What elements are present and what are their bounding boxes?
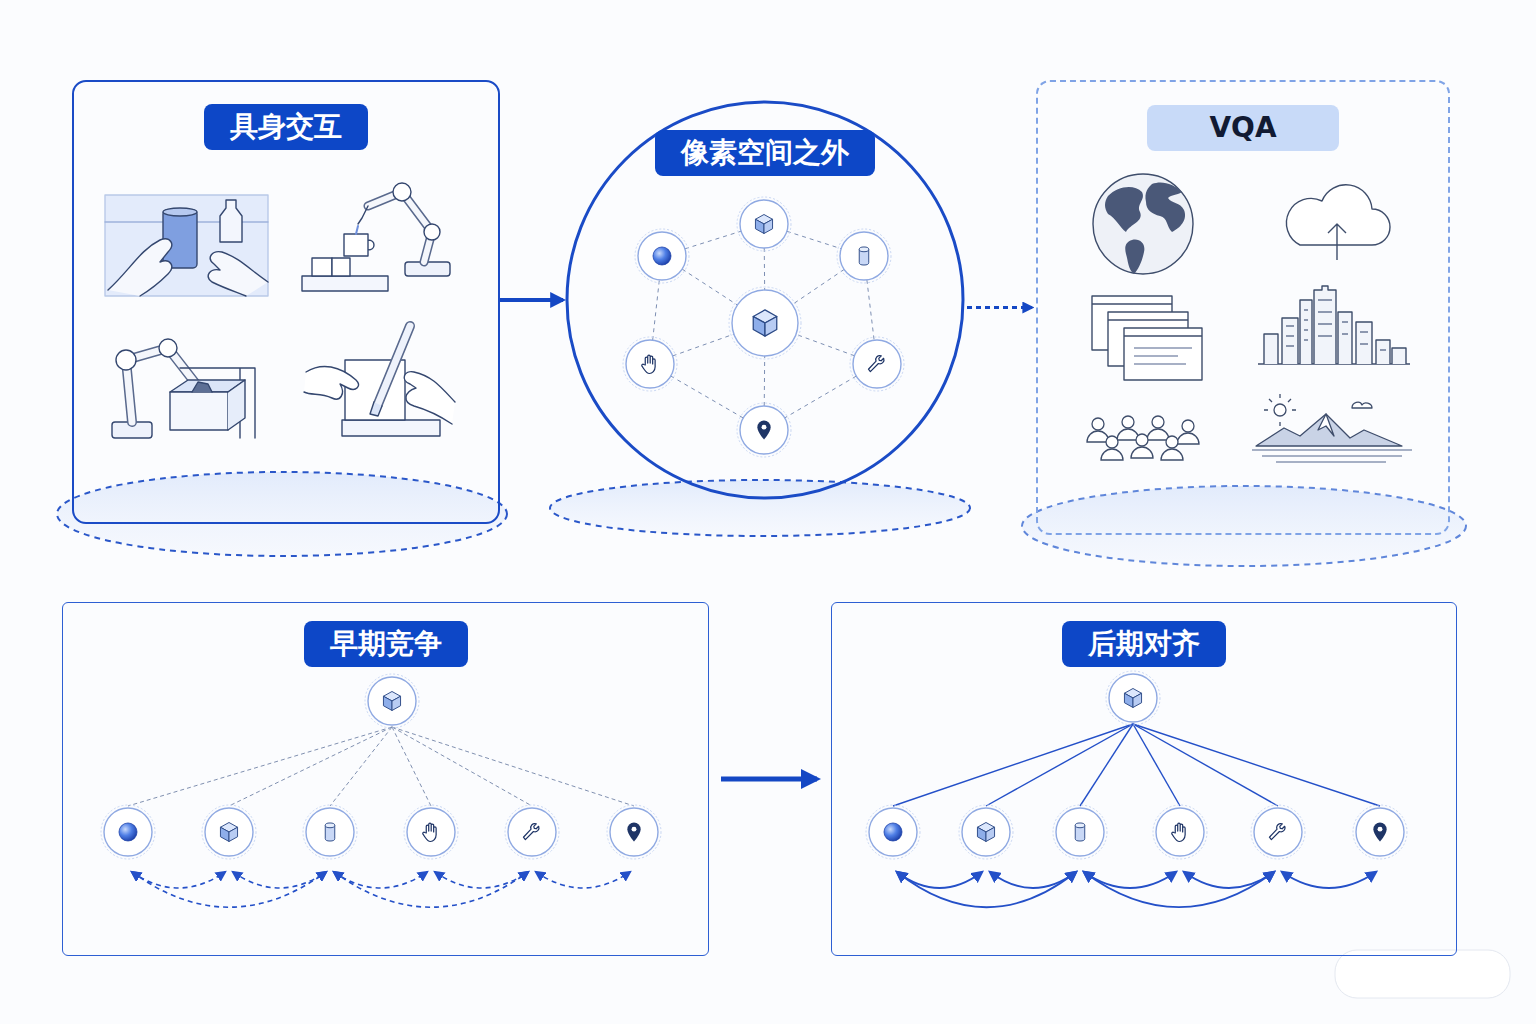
corner-widget — [1335, 950, 1510, 998]
landscape-icon — [1252, 394, 1412, 462]
heading-pill: 像素空间之外 — [655, 130, 875, 176]
heading-pill: 具身交互 — [204, 104, 368, 150]
concept-graphs — [101, 197, 1407, 907]
heading-pill: 后期对齐 — [1062, 621, 1226, 667]
embodied-panel: 具身交互 — [72, 80, 500, 524]
late-stage-panel: 后期对齐 — [831, 602, 1457, 956]
people-icon — [1087, 416, 1199, 460]
flow-arrow — [721, 777, 817, 782]
vqa-icons — [1092, 174, 1410, 380]
heading-pill: VQA — [1147, 105, 1338, 151]
flow-arrow — [500, 298, 563, 302]
vqa-panel: VQA — [1036, 80, 1450, 535]
floor-ellipse — [57, 472, 1466, 566]
embodied-sketches — [105, 183, 455, 438]
heading-pill: 早期竞争 — [304, 621, 468, 667]
latent-space-circle: 像素空间之外 — [565, 100, 965, 500]
early-stage-panel: 早期竞争 — [62, 602, 709, 956]
flow-arrow — [967, 306, 1032, 309]
